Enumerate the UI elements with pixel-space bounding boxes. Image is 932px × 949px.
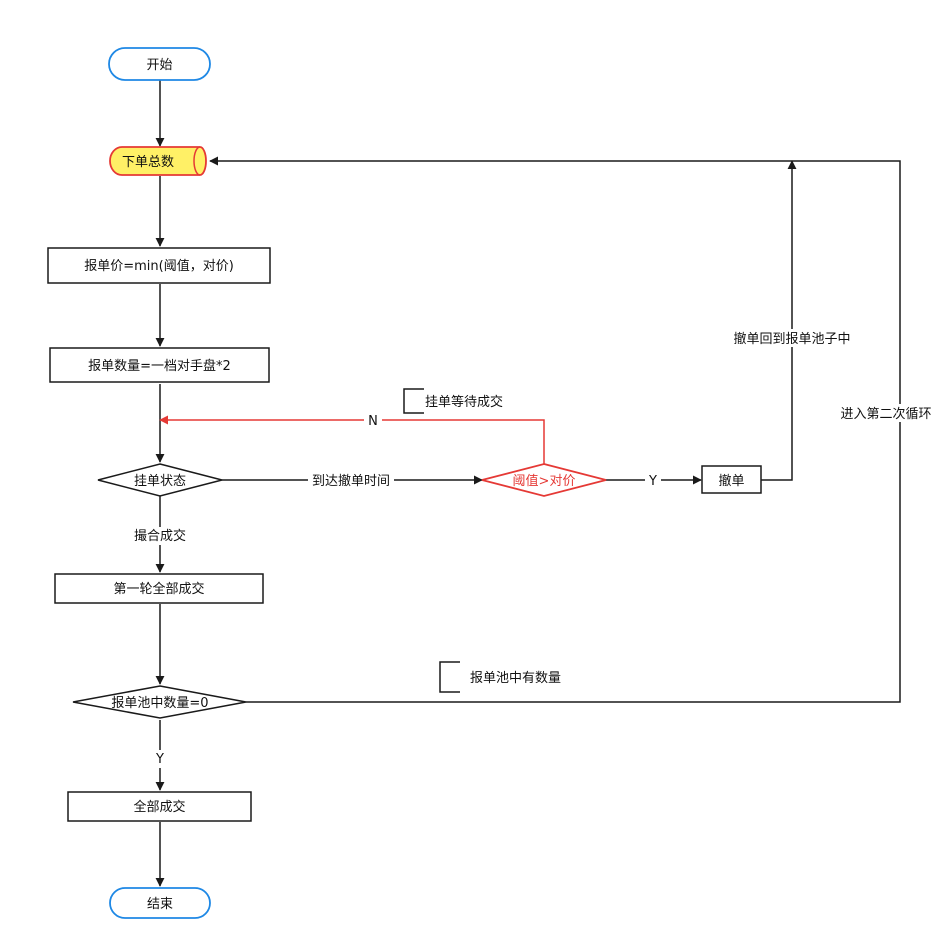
edge-label-bg bbox=[840, 404, 932, 422]
node-pending-status: 挂单状态 bbox=[97, 463, 223, 497]
node-end: 结束 bbox=[109, 887, 211, 919]
edge-label-bg bbox=[364, 411, 382, 429]
annotation-pool-has-qty: 报单池中有数量 bbox=[470, 671, 561, 686]
node-first-round-done-label: 第一轮全部成交 bbox=[113, 581, 204, 597]
node-total-orders-label: 下单总数 bbox=[122, 155, 174, 170]
edge-label-second-loop: 进入第二次循环 bbox=[840, 406, 931, 422]
node-first-round-done: 第一轮全部成交 bbox=[54, 573, 264, 604]
edge-cancel-back-to-pool bbox=[761, 160, 797, 481]
node-all-done: 全部成交 bbox=[67, 791, 252, 822]
edge-label-bg bbox=[730, 329, 854, 347]
node-threshold-check: 阈值>对价 bbox=[481, 463, 607, 497]
edge-label-yes-cancel: Y bbox=[648, 474, 657, 489]
node-all-done-label: 全部成交 bbox=[133, 799, 185, 815]
annotation-wait-fill: 挂单等待成交 bbox=[425, 394, 503, 410]
node-quantity-label: 报单数量=一档对手盘*2 bbox=[88, 358, 231, 374]
node-pool-zero: 报单池中数量=0 bbox=[72, 685, 247, 719]
node-price-label: 报单价=min(阈值，对价) bbox=[84, 258, 234, 274]
edge-label-reach-cancel-time: 到达撤单时间 bbox=[312, 473, 390, 489]
node-threshold-check-label: 阈值>对价 bbox=[513, 473, 576, 489]
annotation-bracket-wait bbox=[403, 388, 424, 414]
node-pending-status-label: 挂单状态 bbox=[134, 474, 186, 489]
edge-label-matched: 撮合成交 bbox=[134, 528, 186, 544]
edge-label-bg bbox=[151, 750, 169, 768]
edge-label-yes-done: Y bbox=[155, 752, 164, 767]
node-cancel-label: 撤单 bbox=[718, 473, 744, 489]
node-end-label: 结束 bbox=[147, 897, 173, 912]
edge-label-bg bbox=[308, 471, 394, 489]
edge-label-bg bbox=[645, 471, 661, 489]
annotation-bracket-pool bbox=[439, 661, 460, 693]
node-cancel: 撤单 bbox=[701, 465, 762, 494]
edge-label-no-wait: N bbox=[368, 414, 378, 429]
node-price: 报单价=min(阈值，对价) bbox=[47, 247, 271, 284]
edge-label-bg bbox=[130, 527, 190, 545]
edge-second-loop bbox=[209, 156, 901, 703]
node-total-orders: 下单总数 bbox=[109, 146, 207, 176]
node-start: 开始 bbox=[108, 47, 211, 81]
edge-threshold-no-back bbox=[159, 415, 545, 464]
node-start-label: 开始 bbox=[146, 58, 172, 73]
node-quantity: 报单数量=一档对手盘*2 bbox=[49, 347, 270, 383]
edge-label-cancel-back-to-pool: 撤单回到报单池子中 bbox=[733, 331, 850, 347]
node-pool-zero-label: 报单池中数量=0 bbox=[111, 696, 208, 711]
